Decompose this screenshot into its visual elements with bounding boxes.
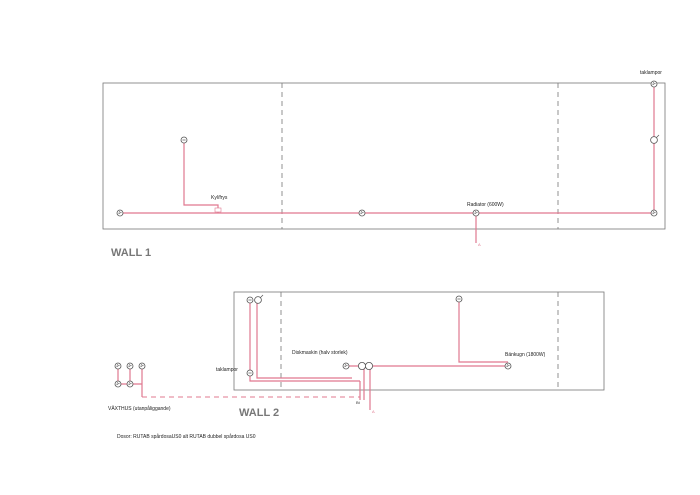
outlet-icon — [504, 362, 512, 370]
switch-icon — [180, 136, 188, 144]
wall-1: Kyl/frys Radiator (600W) taklampor A WAL… — [102, 70, 666, 259]
switch-icon — [246, 369, 254, 377]
wall-2-outline — [233, 291, 605, 391]
outlet-icon — [650, 209, 658, 217]
lamp-switch-icon — [650, 134, 660, 144]
outlet-icon — [126, 362, 134, 370]
outlet-icon — [358, 209, 366, 217]
outlet-icon — [114, 362, 122, 370]
wall-1-kyl-branch-wire — [183, 140, 219, 213]
wall-1-outline — [102, 82, 666, 230]
junction-mark: Bt — [356, 400, 361, 405]
outlet-icon — [472, 209, 480, 217]
outlet-icon — [138, 362, 146, 370]
kyl-frys-label: Kyl/frys — [211, 195, 228, 201]
outlet-icon — [126, 380, 134, 388]
junction-box-icon — [214, 207, 222, 213]
outlet-icon — [116, 209, 124, 217]
feed-mark: A — [372, 409, 375, 414]
outlet-icon — [455, 295, 463, 303]
wall-2-oven-wire — [458, 299, 508, 363]
ceiling-lamp-icon — [650, 80, 658, 88]
wall-2: Diskmaskin (halv storlek) Bänkugn (1800W… — [108, 291, 605, 419]
wall-2-lamp-wire — [249, 300, 360, 382]
wall-2-switch-wire — [256, 300, 352, 379]
vaxthus-label: VÄXTHUS (utanpåliggande) — [108, 405, 171, 412]
outlet-icon — [342, 362, 350, 370]
radiator-label: Radiator (600W) — [467, 202, 504, 208]
dosor-note: Dosor: RUTAB spårdosaUS0 alt RUTAB dubbe… — [117, 433, 256, 440]
bankugn-label: Bänkugn (1800W) — [505, 352, 546, 358]
outlet-icon — [114, 380, 122, 388]
wall-2-title: WALL 2 — [239, 407, 279, 419]
double-outlet-icon — [358, 362, 373, 370]
wall-1-title: WALL 1 — [111, 247, 151, 259]
taklampor-label: taklampor — [640, 70, 662, 76]
taklampor-label: taklampor — [216, 367, 238, 373]
ceiling-lamp-icon — [246, 296, 254, 304]
lamp-switch-icon — [254, 294, 264, 304]
feed-mark: A — [478, 242, 481, 247]
diskmaskin-label: Diskmaskin (halv storlek) — [292, 350, 348, 356]
